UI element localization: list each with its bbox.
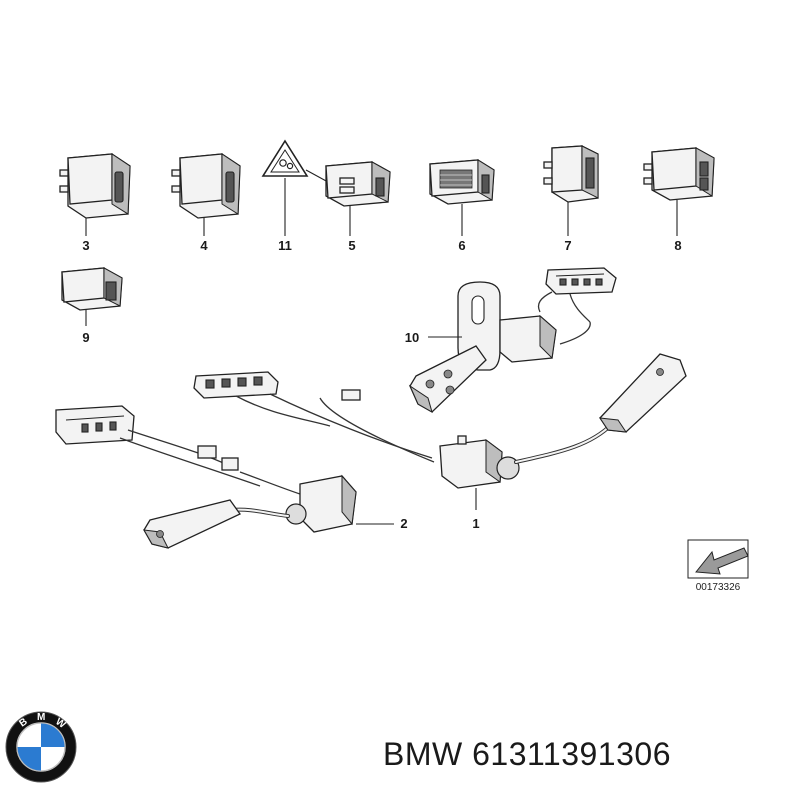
part-2-wiper-switch [55,405,394,549]
svg-text:M: M [37,712,45,723]
callout-5: 5 [348,238,355,253]
part-1-turn-signal-switch [193,353,687,510]
callout-7: 7 [564,238,571,253]
part-4-switch [171,153,241,236]
part-3-switch [59,153,131,236]
callout-11: 11 [278,238,292,253]
part-11-hazard-symbol [261,139,329,236]
brand-name: BMW [383,736,463,772]
callout-3: 3 [82,238,89,253]
callout-6: 6 [458,238,465,253]
part-title: BMW 61311391306 [383,736,671,773]
part-7-module [543,145,599,236]
callout-8: 8 [674,238,681,253]
part-number: 61311391306 [472,736,671,772]
drawing-code: 00173326 [696,582,741,593]
callout-2: 2 [400,516,407,531]
callout-10: 10 [405,330,419,345]
orientation-arrow-icon [687,539,749,579]
part-8-switch [643,147,715,236]
callout-1: 1 [472,516,479,531]
part-6-switch [429,159,495,236]
callout-4: 4 [200,238,208,253]
parts-diagram: 3 4 11 5 6 7 8 9 10 1 2 00173326 [55,139,749,593]
part-10-cruise-control-assembly [408,267,617,414]
part-9-switch [61,267,123,326]
part-5-switch [325,161,391,236]
callout-9: 9 [82,330,89,345]
bmw-logo-icon: B M W [5,711,77,783]
